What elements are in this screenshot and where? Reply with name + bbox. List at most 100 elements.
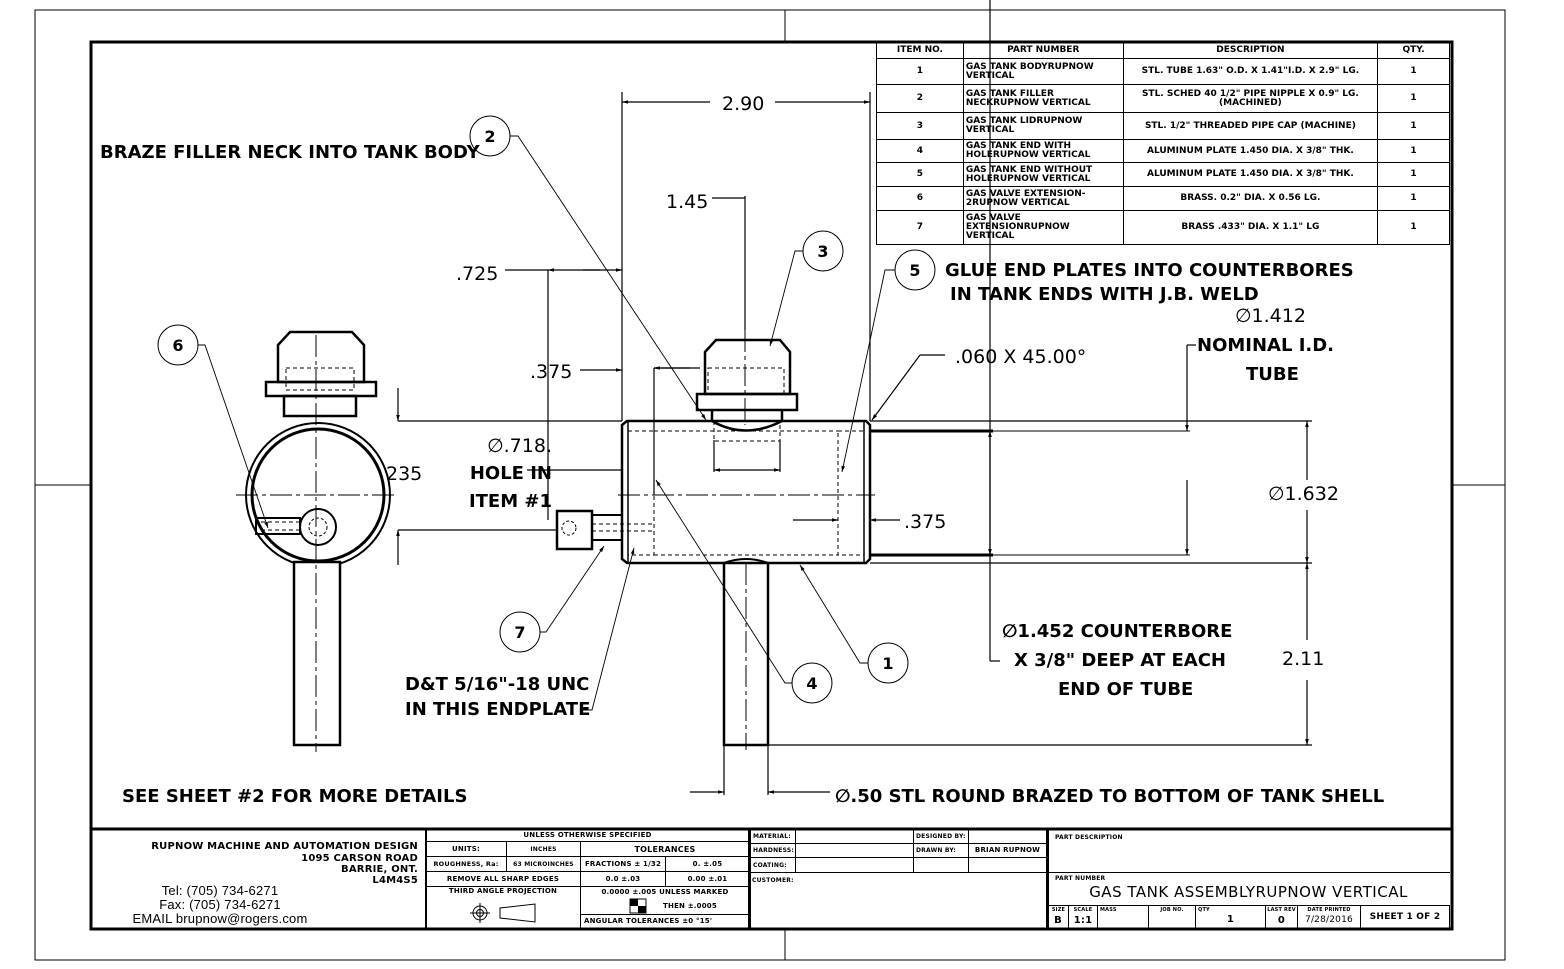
bom-desc: STL. 1/2" THREADED PIPE CAP (MACHINE) [1122,112,1379,140]
bom-item: 2 [876,84,964,113]
bom-qty: 1 [1377,84,1450,113]
tolerance-0000: 0.0000 ±.005 UNLESS MARKED [601,887,729,896]
item-balloons: 1 2 3 4 5 6 7 [157,115,936,704]
units-label: UNITS: [425,841,507,857]
sheet-number: SHEET 1 OF 2 [1360,905,1450,929]
dim-1-45: 1.45 [666,191,708,213]
svg-text:3: 3 [817,242,828,261]
bom-item: 7 [876,210,964,245]
third-angle-projection-icon [470,903,536,923]
projection-label: THIRD ANGLE PROJECTION [425,886,581,929]
material-value [795,829,914,844]
company-name: RUPNOW MACHINE AND AUTOMATION DESIGN [151,840,418,852]
note-counterbore-2: X 3/8" DEEP AT EACH [1014,650,1226,671]
zone-marks [35,10,1505,960]
bom-part: GAS TANK END WITH HOLERUPNOW VERTICAL [962,139,1124,163]
drawn-by-label: DRAWN BY: [913,843,969,858]
units-value: INCHES [506,841,581,857]
note-rod: ∅.50 STL ROUND BRAZED TO BOTTOM OF TANK … [835,786,1384,807]
dim-dia-1-632: ∅1.632 [1268,483,1339,505]
bom-desc: BRASS .433" DIA. X 1.1" LG [1122,210,1379,245]
dim-375-right: .375 [904,511,946,533]
dim-375-left: .375 [530,361,572,383]
roughness-value: 63 MICROINCHES [506,856,581,872]
drawn-by-value: BRIAN RUPNOW [968,843,1047,858]
bom-item: 5 [876,162,964,187]
side-view [236,330,394,752]
svg-text:5: 5 [909,261,920,280]
bom-qty: 1 [1377,162,1450,187]
last-rev-value: 0 [1277,914,1286,926]
note-chamfer: .060 X 45.00° [955,346,1086,368]
note-dt-2: IN THIS ENDPLATE [405,699,590,720]
blank-cell [968,857,1047,873]
dim-2-90: 2.90 [722,93,764,115]
part-number: GAS TANK ASSEMBLYRUPNOW VERTICAL [1089,882,1408,901]
bom-part: GAS TANK LIDRUPNOW VERTICAL [962,112,1124,140]
dimension-lines [505,0,1309,795]
front-view [555,330,1312,750]
bom-desc: ALUMINUM PLATE 1.450 DIA. X 3/8" THK. [1122,162,1379,187]
bom-part: GAS TANK FILLER NECKRUPNOW VERTICAL [962,84,1124,113]
svg-text:1: 1 [882,654,893,673]
note-dt-1: D&T 5/16"-18 UNC [405,674,589,695]
sharp-edges-note: REMOVE ALL SHARP EDGES [425,871,581,887]
note-glue-2: IN TANK ENDS WITH J.B. WELD [950,284,1259,305]
note-hole-3: ITEM #1 [469,491,552,512]
dim-2-11: 2.11 [1282,648,1324,670]
bom-item: 1 [876,58,964,85]
angular-tolerances: ANGULAR TOLERANCES ±0 °15' [580,914,750,929]
balloon-4: 4 [791,662,833,704]
tolerance-fractions: FRACTIONS ± 1/32 [580,856,666,872]
bom-desc: BRASS. 0.2" DIA. X 0.56 LG. [1122,186,1379,211]
dim-235: 235 [386,463,422,485]
company-fax: Fax: (705) 734-6271 [159,897,281,912]
tolerance-00: 0.0 ±.03 [580,871,666,887]
tolerance-then: THEN ±.0005 [663,901,717,910]
hardness-label: HARDNESS: [750,843,796,858]
bom-part: GAS TANK BODYRUPNOW VERTICAL [962,58,1124,85]
date-printed-value: 7/28/2016 [1305,914,1353,925]
designed-by-value [968,829,1047,844]
balloon-2: 2 [469,115,511,157]
note-hole-1: ∅.718. [487,435,552,457]
company-email[interactable]: EMAIL brupnow@rogers.com [132,911,308,926]
svg-text:2: 2 [484,127,495,146]
note-counterbore-1: ∅1.452 COUNTERBORE [1002,621,1232,642]
svg-text:7: 7 [514,623,525,642]
coating-value [795,857,914,873]
balloon-6: 6 [157,324,199,366]
svg-text:4: 4 [806,674,817,693]
bom-part: GAS VALVE EXTENSIONRUPNOW VERTICAL [962,210,1124,245]
note-counterbore-3: END OF TUBE [1058,679,1193,700]
part-description-label: PART DESCRIPTION [1047,829,1450,873]
bom-part: GAS TANK END WITHOUT HOLERUPNOW VERTICAL [962,162,1124,187]
hardness-value [795,843,914,858]
bom-header-part: PART NUMBER [962,42,1124,59]
material-label: MATERIAL: [750,829,796,844]
balloon-leaders [198,135,895,711]
customer-label: CUSTOMER: [750,872,1047,929]
bom-desc: STL. TUBE 1.63" O.D. X 1.41"I.D. X 2.9" … [1122,58,1379,85]
bom-item: 4 [876,139,964,163]
job-number-label: JOB NO. [1148,905,1196,929]
balloon-1: 1 [867,642,909,684]
note-glue-1: GLUE END PLATES INTO COUNTERBORES [945,260,1354,281]
bom-header-item: ITEM NO. [876,42,964,59]
coating-label: COATING: [750,857,796,873]
note-braze: BRAZE FILLER NECK INTO TANK BODY [100,142,481,163]
bom-header-row: ITEM NO. PART NUMBER DESCRIPTION QTY. [876,42,1450,59]
balloon-5: 5 [894,249,936,291]
company-tel: Tel: (705) 734-6271 [161,883,279,898]
bom-item: 3 [876,112,964,140]
bom-header-qty: QTY. [1377,42,1450,59]
mass-label: MASS [1097,905,1149,929]
bom-qty: 1 [1377,139,1450,163]
